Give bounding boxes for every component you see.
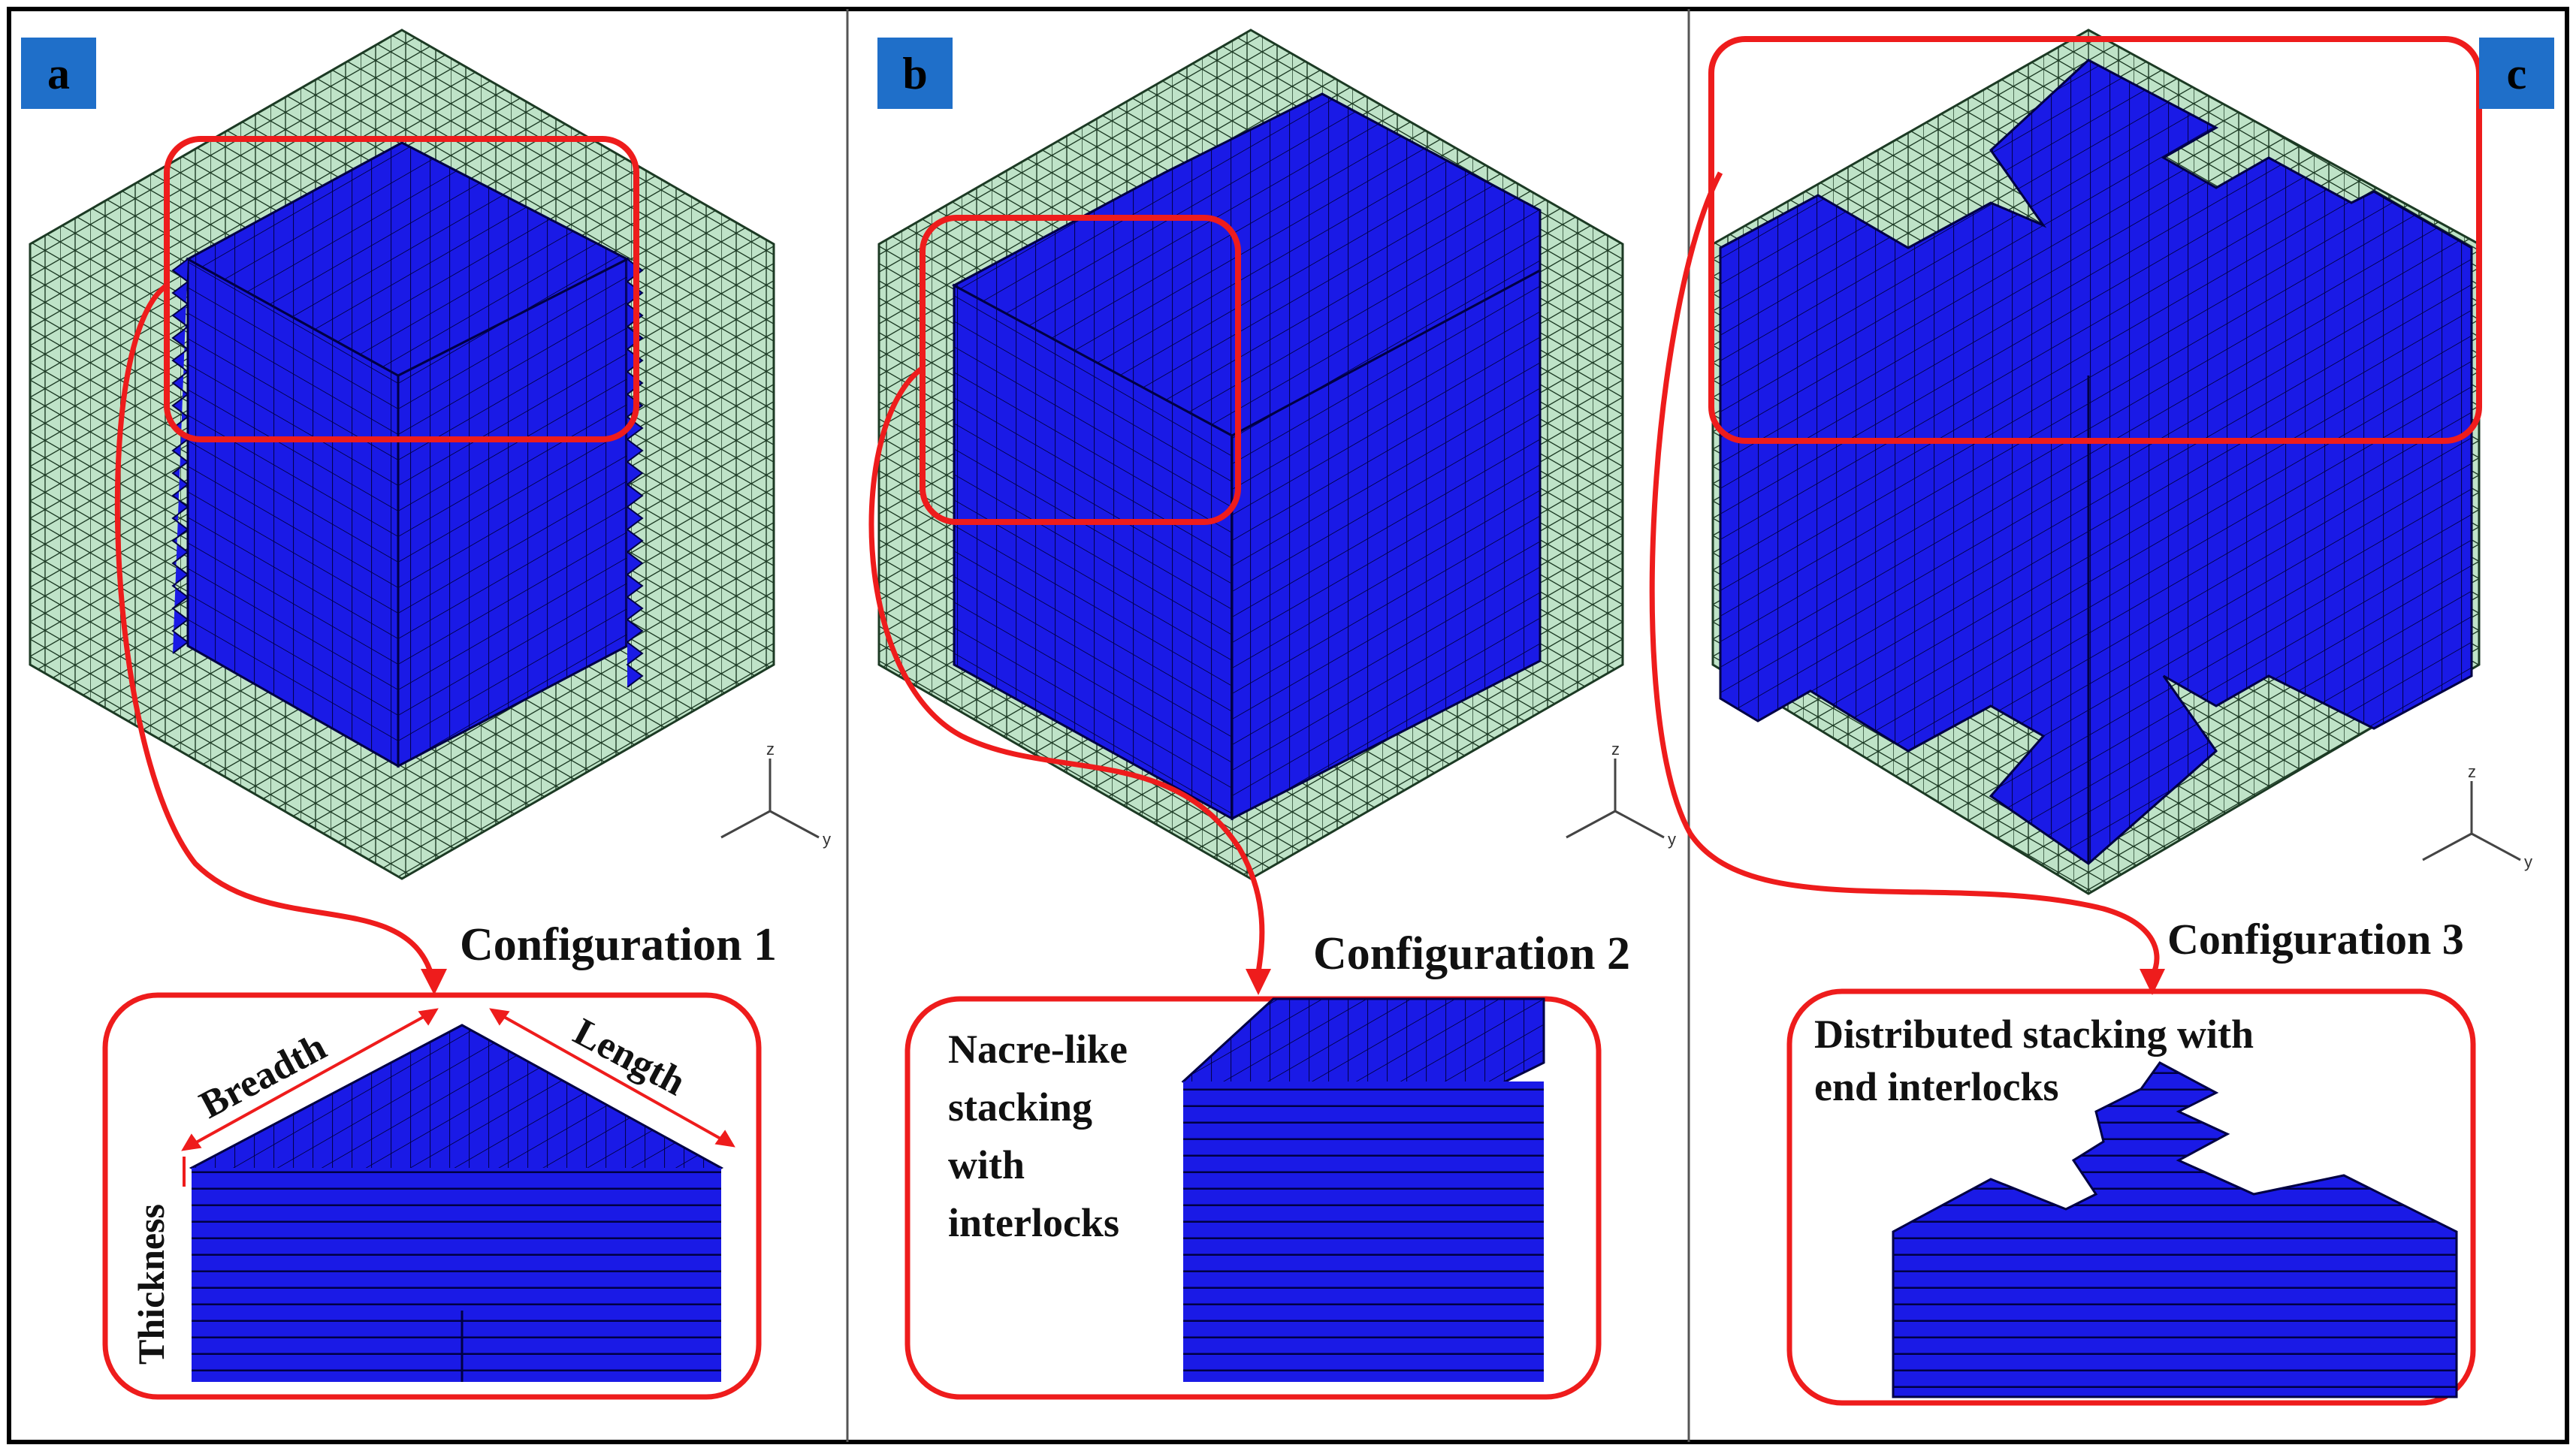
panel-tag-a bbox=[21, 38, 96, 109]
axis-triad: z y bbox=[720, 740, 831, 849]
tablet-cube-top-face bbox=[185, 141, 630, 377]
zoom-box bbox=[102, 992, 762, 1400]
panel-tag-a-label: a bbox=[47, 49, 70, 98]
callout-arrowhead bbox=[2140, 969, 2165, 995]
highlight-box bbox=[164, 136, 639, 442]
axis-triad: z y bbox=[1566, 740, 1676, 849]
callout-arrow bbox=[114, 283, 435, 977]
panel-a: a z y Configuration 1 Breadth Length bbox=[21, 29, 831, 1400]
distributed-label-1: Distributed stacking with bbox=[1814, 1012, 2254, 1057]
panel-tag-c-label: c bbox=[2507, 49, 2527, 98]
tablet-serration bbox=[626, 258, 644, 688]
dimension-arrows bbox=[181, 1008, 735, 1187]
nacre-label-4: interlocks bbox=[948, 1200, 1119, 1245]
callout-arrowhead bbox=[1246, 969, 1271, 995]
svg-text:y: y bbox=[2524, 852, 2532, 871]
caption-b: Configuration 2 bbox=[1313, 928, 1630, 979]
svg-text:z: z bbox=[1611, 740, 1620, 759]
caption-c: Configuration 3 bbox=[2167, 915, 2464, 964]
callout-arrowhead bbox=[421, 969, 447, 995]
zoom-box bbox=[904, 996, 1602, 1400]
panel-c: c z y Configuration 3 Distributed stacki… bbox=[1649, 29, 2554, 1406]
svg-text:z: z bbox=[766, 740, 775, 759]
panel-tag-b bbox=[877, 38, 953, 109]
nacre-label-3: with bbox=[948, 1142, 1025, 1187]
nacre-label-1: Nacre-like bbox=[948, 1027, 1128, 1072]
svg-text:y: y bbox=[1668, 830, 1676, 849]
nacre-label-2: stacking bbox=[948, 1084, 1092, 1130]
zoom-cross-stack bbox=[1892, 1061, 2458, 1398]
svg-text:y: y bbox=[823, 830, 831, 849]
zoom-stack-layers bbox=[1183, 1081, 1544, 1382]
highlight-box bbox=[1708, 36, 2482, 444]
zoom-box bbox=[1786, 988, 2476, 1406]
svg-text:z: z bbox=[2468, 762, 2476, 781]
figure-frame bbox=[7, 7, 2569, 1444]
distributed-label-2: end interlocks bbox=[1814, 1064, 2059, 1109]
panel-tag-c bbox=[2479, 38, 2554, 109]
callout-arrow bbox=[868, 366, 1265, 973]
tablet-cube-top-face bbox=[951, 92, 1542, 437]
dim-thickness: Thickness bbox=[130, 1204, 172, 1365]
panel-b: b z y Configuration 2 Nacre-like stackin… bbox=[868, 29, 1676, 1400]
dim-length: Length bbox=[566, 1010, 692, 1104]
caption-a: Configuration 1 bbox=[460, 919, 777, 970]
axis-triad: z y bbox=[2422, 762, 2532, 871]
tablet-serration bbox=[171, 258, 189, 654]
zoom-stack-layers bbox=[192, 1168, 721, 1382]
callout-arrow bbox=[1649, 171, 2160, 978]
panel-tag-b-label: b bbox=[902, 49, 927, 98]
